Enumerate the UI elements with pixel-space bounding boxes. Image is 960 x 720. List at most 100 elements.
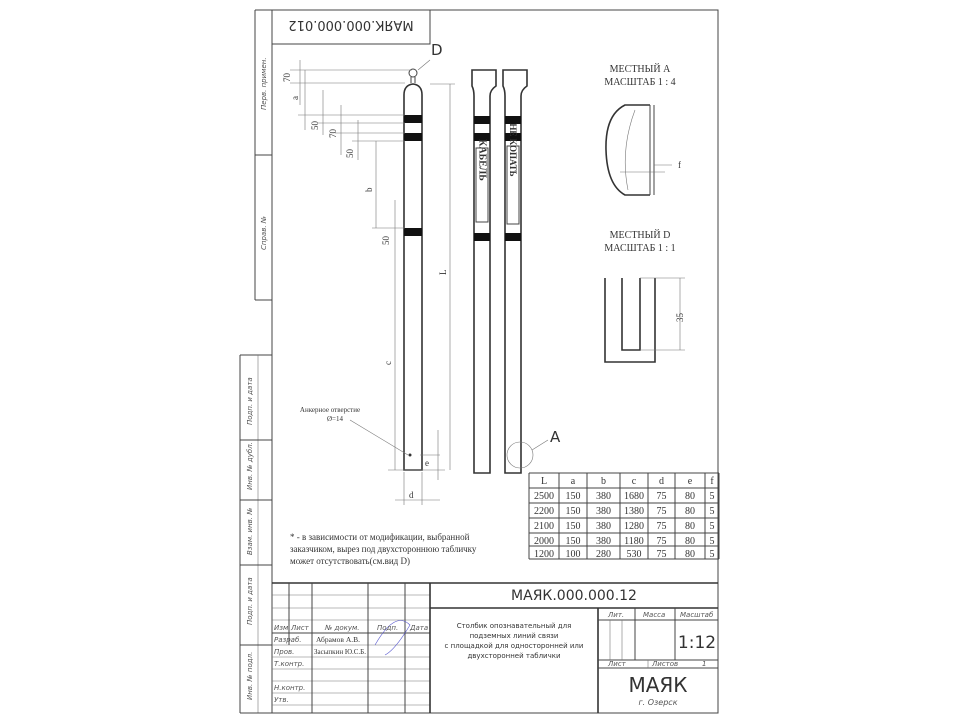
table-cell: 380: [596, 491, 611, 502]
pole-cable: [471, 69, 497, 474]
role-approved: Утв.: [274, 696, 289, 704]
sheet-label: Лист: [607, 660, 627, 668]
anchor-note-2: Ø=14: [327, 415, 344, 423]
title-block: [272, 582, 718, 713]
designation: МАЯК.000.000.12: [511, 588, 637, 604]
table-cell: 80: [685, 506, 695, 517]
table-cell: 80: [685, 491, 695, 502]
description-line-3: с площадкой для односторонней или: [445, 642, 584, 650]
table-cell: 1280: [624, 521, 644, 532]
table-cell: 380: [596, 506, 611, 517]
table-cell: 1180: [624, 536, 644, 547]
sheets-label: Листов: [651, 660, 678, 668]
hdr-doc-no: № докум.: [324, 624, 360, 632]
dimensions: [290, 60, 455, 505]
role-developer: Разраб.: [274, 636, 302, 644]
role-norm-control: Н.контр.: [274, 684, 305, 692]
table-header: a: [571, 476, 576, 487]
table-cell: 280: [596, 549, 611, 560]
dim-35: 35: [675, 313, 685, 323]
table-cell: 80: [685, 521, 695, 532]
table-cell: 80: [685, 549, 695, 560]
dim-70-top: 70: [282, 73, 292, 83]
table-cell: 5: [710, 491, 715, 502]
table-cell: 5: [710, 521, 715, 532]
organization: МАЯК: [628, 673, 687, 697]
detail-a-title: МЕСТНЫЙ A: [610, 63, 671, 75]
stamp-dup-inv: Инв. № дубл.: [246, 442, 254, 490]
table-cell: 2000: [534, 536, 554, 547]
table-header: f: [710, 476, 714, 487]
table-cell: 5: [710, 506, 715, 517]
description-line-4: двухсторонней таблички: [467, 652, 560, 660]
detail-a-drawing: [605, 104, 672, 196]
table-cell: 5: [710, 536, 715, 547]
dim-50-1: 50: [310, 121, 320, 131]
scale-value: 1:12: [678, 633, 716, 653]
table-cell: 150: [566, 536, 581, 547]
footnote-line-3: может отсутствовать(см.вид D): [290, 556, 410, 566]
table-cell: 75: [657, 506, 667, 517]
table-cell: 5: [710, 549, 715, 560]
description-line-2: подземных линий связи: [470, 632, 559, 640]
dim-c: c: [383, 361, 393, 365]
footnote-line-2: заказчиком, вырез под двухстороннюю табл…: [290, 544, 477, 554]
lit-label: Лит.: [607, 611, 624, 619]
frame: [239, 9, 719, 714]
table-cell: 1680: [624, 491, 644, 502]
stamp-replace-inv: Взам. инв. №: [246, 507, 254, 555]
dim-50-2: 50: [345, 149, 355, 159]
hdr-change: Изм: [274, 624, 289, 632]
dimension-labels: 70 a 50 70 50 b 50 c L d e: [282, 73, 448, 501]
table-cell: 1380: [624, 506, 644, 517]
table-cell: 1200: [534, 549, 554, 560]
table-cell: 75: [657, 536, 667, 547]
pole-no-dig: [502, 69, 534, 474]
stamp-sign-date-1: Подп. и дата: [246, 377, 254, 425]
table-cell: 2500: [534, 491, 554, 502]
city: г. Озерск: [638, 698, 677, 707]
dim-e: e: [425, 458, 429, 468]
description: Столбик опознавательный для подземных ли…: [445, 622, 584, 660]
table-header: d: [659, 476, 664, 487]
detail-a-scale: МАСШТАБ 1 : 4: [604, 77, 675, 88]
scale-label: Масштаб: [680, 611, 714, 619]
mirrored-designation: МАЯК.000.000.012: [288, 17, 413, 32]
table-cell: 80: [685, 536, 695, 547]
stamp-first-use: Перв. примен.: [260, 57, 268, 110]
detail-d-scale: МАСШТАБ 1 : 1: [604, 243, 675, 254]
cable-label: КАБЕЛЬ: [477, 139, 488, 181]
dim-f: f: [678, 160, 681, 170]
table-cell: 2100: [534, 521, 554, 532]
table-cell: 150: [566, 521, 581, 532]
title-block-headers: Изм Лист № докум. Подп. Дата Разраб. Про…: [274, 624, 428, 704]
footnote-line-1: * - в зависимости от модификации, выбран…: [290, 532, 470, 542]
anchor-note-1: Анкерное отверстие: [300, 406, 360, 414]
mirrored-designation-box: [271, 9, 431, 45]
description-line-1: Столбик опознавательный для: [457, 622, 572, 630]
table-cell: 100: [566, 549, 581, 560]
table-cell: 380: [596, 521, 611, 532]
table-header: c: [632, 476, 637, 487]
role-tech-control: Т.контр.: [274, 660, 304, 668]
table-header: b: [601, 476, 606, 487]
developer-name: Абрамов А.В.: [316, 635, 360, 644]
role-checker: Пров.: [274, 648, 294, 656]
table-cell: 75: [657, 491, 667, 502]
table-cell: 150: [566, 506, 581, 517]
hdr-sign: Подп.: [377, 624, 398, 632]
dim-b: b: [364, 187, 374, 192]
table-header: e: [688, 476, 693, 487]
table-cell: 380: [596, 536, 611, 547]
pole-main: [403, 68, 423, 471]
hdr-date: Дата: [409, 624, 428, 632]
mass-label: Масса: [643, 611, 665, 619]
table-cell: 150: [566, 491, 581, 502]
checker-name: Засыпкин Ю.С.Б.: [314, 648, 366, 656]
table-cell: 530: [627, 549, 642, 560]
dim-L: L: [438, 270, 448, 276]
table-cell: 2200: [534, 506, 554, 517]
margin-stamps: Перв. примен. Справ. № Подп. и дата Инв.…: [246, 57, 268, 700]
detail-d-drawing: [604, 277, 685, 363]
